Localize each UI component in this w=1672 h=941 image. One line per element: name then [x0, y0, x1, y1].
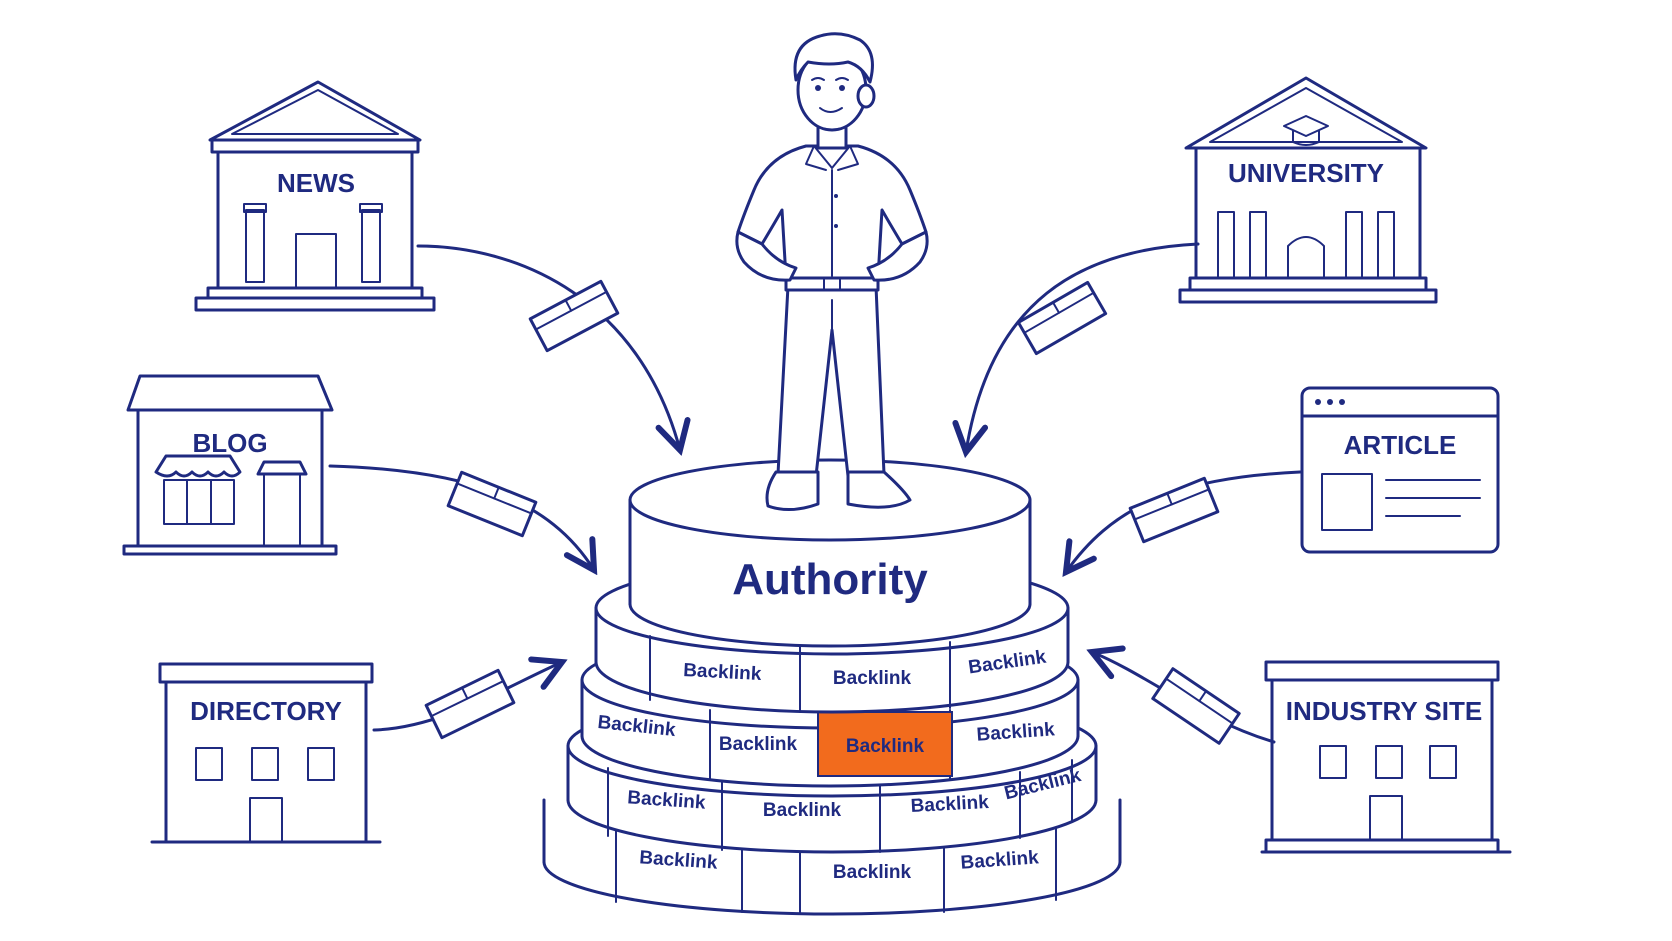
window-dot-icon — [1315, 399, 1321, 405]
window-dot-icon — [1327, 399, 1333, 405]
directory-building: DIRECTORY — [150, 662, 382, 844]
article-label: ARTICLE — [1344, 430, 1457, 460]
highlighted-brick-label: Backlink — [846, 736, 925, 757]
window-dot-icon — [1339, 399, 1345, 405]
authority-cylinder: Authority — [628, 458, 1032, 648]
brick-label-backlink: Backlink — [910, 792, 990, 817]
arrow-university — [966, 242, 1200, 452]
industry-site-building: INDUSTRY SITE — [1260, 660, 1512, 854]
floating-brick-icon — [424, 668, 516, 740]
article-browser-window: ARTICLE — [1300, 386, 1500, 554]
floating-brick-icon — [1151, 667, 1241, 745]
graduation-cap-icon — [1283, 115, 1329, 146]
awning-icon — [154, 454, 242, 525]
left-shoe-icon — [765, 470, 820, 511]
news-building: NEWS — [194, 80, 436, 312]
brick-label-backlink: Backlink — [833, 668, 912, 689]
hair-icon — [793, 32, 874, 84]
news-label: NEWS — [277, 168, 355, 198]
highlighted-backlink-brick — [817, 711, 953, 777]
university-building: UNIVERSITY — [1178, 76, 1438, 304]
floating-backlink-bricks — [424, 279, 1241, 745]
arrow-news — [416, 244, 680, 450]
authority-label: Authority — [732, 555, 928, 604]
brick-label-backlink: Backlink — [763, 800, 842, 821]
brick-label-backlink: Backlink — [833, 862, 912, 883]
industry-site-label: INDUSTRY SITE — [1286, 696, 1482, 726]
directory-label: DIRECTORY — [190, 696, 342, 726]
brick-label-backlink: Backlink — [683, 660, 763, 685]
university-label: UNIVERSITY — [1228, 158, 1384, 188]
right-shoe-icon — [846, 470, 912, 509]
floating-brick-icon — [1128, 476, 1220, 544]
floating-brick-icon — [446, 470, 538, 538]
blog-label: BLOG — [192, 428, 267, 458]
floating-brick-icon — [528, 279, 620, 353]
article-image-icon — [1321, 473, 1373, 531]
backlink-pedestal: Backlink Backlink Backlink Backlink Back… — [542, 458, 1122, 916]
blog-store: BLOG — [122, 374, 338, 556]
brick-label-backlink: Backlink — [719, 734, 798, 755]
floating-brick-icon — [1016, 280, 1108, 356]
person-figure — [735, 32, 929, 511]
